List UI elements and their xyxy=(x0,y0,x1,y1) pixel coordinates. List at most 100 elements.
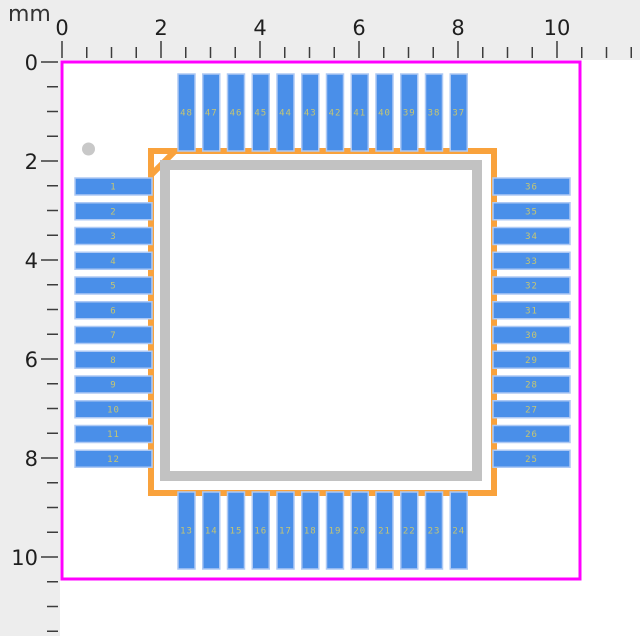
pad xyxy=(424,73,444,152)
pad xyxy=(251,73,270,152)
pad xyxy=(276,73,295,152)
pad-number: 6 xyxy=(110,306,116,316)
pad-number: 20 xyxy=(353,527,366,537)
pad-number: 43 xyxy=(304,109,317,119)
pad xyxy=(492,276,571,295)
pad-number: 1 xyxy=(110,183,116,193)
silkscreen-outline xyxy=(148,148,497,496)
pad xyxy=(492,449,571,468)
pad-number: 19 xyxy=(329,527,342,537)
ruler-top-label: 6 xyxy=(352,16,365,40)
pad xyxy=(301,73,320,152)
ruler-left-label: 0 xyxy=(25,51,38,75)
pad xyxy=(301,491,320,570)
pad-number: 4 xyxy=(110,257,116,267)
ruler-top xyxy=(0,0,640,60)
pad-number: 14 xyxy=(205,527,218,537)
pad xyxy=(226,491,246,570)
pad-number: 37 xyxy=(452,109,465,119)
pad-number: 8 xyxy=(110,356,116,366)
ruler-top-label: 10 xyxy=(544,16,571,40)
pad xyxy=(492,400,571,419)
pad xyxy=(400,491,419,570)
ruler-left xyxy=(0,0,60,636)
pad-number: 28 xyxy=(525,381,538,391)
pad xyxy=(74,400,153,419)
pad-number: 47 xyxy=(205,109,218,119)
ruler-top-label: 8 xyxy=(451,16,464,40)
pad-number: 11 xyxy=(107,430,120,440)
pad-number: 17 xyxy=(279,527,292,537)
ruler-left-label: 10 xyxy=(11,546,38,570)
pad xyxy=(251,491,270,570)
ruler-top-label: 2 xyxy=(154,16,167,40)
pad-number: 25 xyxy=(525,455,538,465)
pad-number: 45 xyxy=(254,109,267,119)
pad xyxy=(325,491,345,570)
pad xyxy=(74,177,153,196)
pad-number: 5 xyxy=(110,282,116,292)
pad xyxy=(74,301,153,320)
pad xyxy=(74,202,153,221)
pad-number: 10 xyxy=(107,405,120,415)
pad xyxy=(375,491,394,570)
pad xyxy=(400,73,419,152)
ruler-top-label: 0 xyxy=(55,16,68,40)
pad-number: 31 xyxy=(525,306,538,316)
pad-number: 7 xyxy=(110,331,116,341)
pad xyxy=(202,73,221,152)
pad xyxy=(350,491,369,570)
pad-number: 32 xyxy=(525,282,538,292)
pad-number: 33 xyxy=(525,257,538,267)
pad-number: 44 xyxy=(279,109,292,119)
pad xyxy=(424,491,444,570)
pad xyxy=(74,375,153,394)
pad xyxy=(492,301,571,320)
pad xyxy=(492,350,571,369)
pad-number: 27 xyxy=(525,405,538,415)
ruler-left-label: 2 xyxy=(25,150,38,174)
pad xyxy=(202,491,221,570)
unit-label: mm xyxy=(8,2,51,27)
pin1-dot xyxy=(82,142,95,156)
pad xyxy=(375,73,394,152)
pad xyxy=(492,325,571,345)
pad xyxy=(177,491,196,570)
pad xyxy=(74,251,153,270)
pad-number: 22 xyxy=(403,527,416,537)
pad xyxy=(492,375,571,394)
body-outline xyxy=(160,160,482,481)
pad xyxy=(492,424,571,444)
pad-number: 35 xyxy=(525,207,538,217)
pad xyxy=(74,424,153,444)
pad xyxy=(492,202,571,221)
pad-number: 29 xyxy=(525,356,538,366)
pad-number: 3 xyxy=(110,232,116,242)
pad-number: 12 xyxy=(107,455,120,465)
pad xyxy=(74,350,153,369)
pad xyxy=(325,73,345,152)
ruler-left-label: 6 xyxy=(25,348,38,372)
pad-number: 34 xyxy=(525,232,538,242)
pad xyxy=(276,491,295,570)
ruler-left-label: 4 xyxy=(25,249,38,273)
pad xyxy=(492,177,571,196)
pad xyxy=(449,73,468,152)
pad xyxy=(74,449,153,468)
pad-number: 39 xyxy=(403,109,416,119)
pad-number: 18 xyxy=(304,527,317,537)
pad-number: 30 xyxy=(525,331,538,341)
pad xyxy=(492,251,571,270)
pad-number: 23 xyxy=(428,527,441,537)
pad-number: 16 xyxy=(254,527,267,537)
pad-number: 21 xyxy=(378,527,391,537)
ruler-left-label: 8 xyxy=(25,447,38,471)
pad-number: 24 xyxy=(452,527,465,537)
pad xyxy=(177,73,196,152)
pad xyxy=(350,73,369,152)
pad xyxy=(226,73,246,152)
pad-number: 15 xyxy=(230,527,243,537)
pad-number: 2 xyxy=(110,207,116,217)
